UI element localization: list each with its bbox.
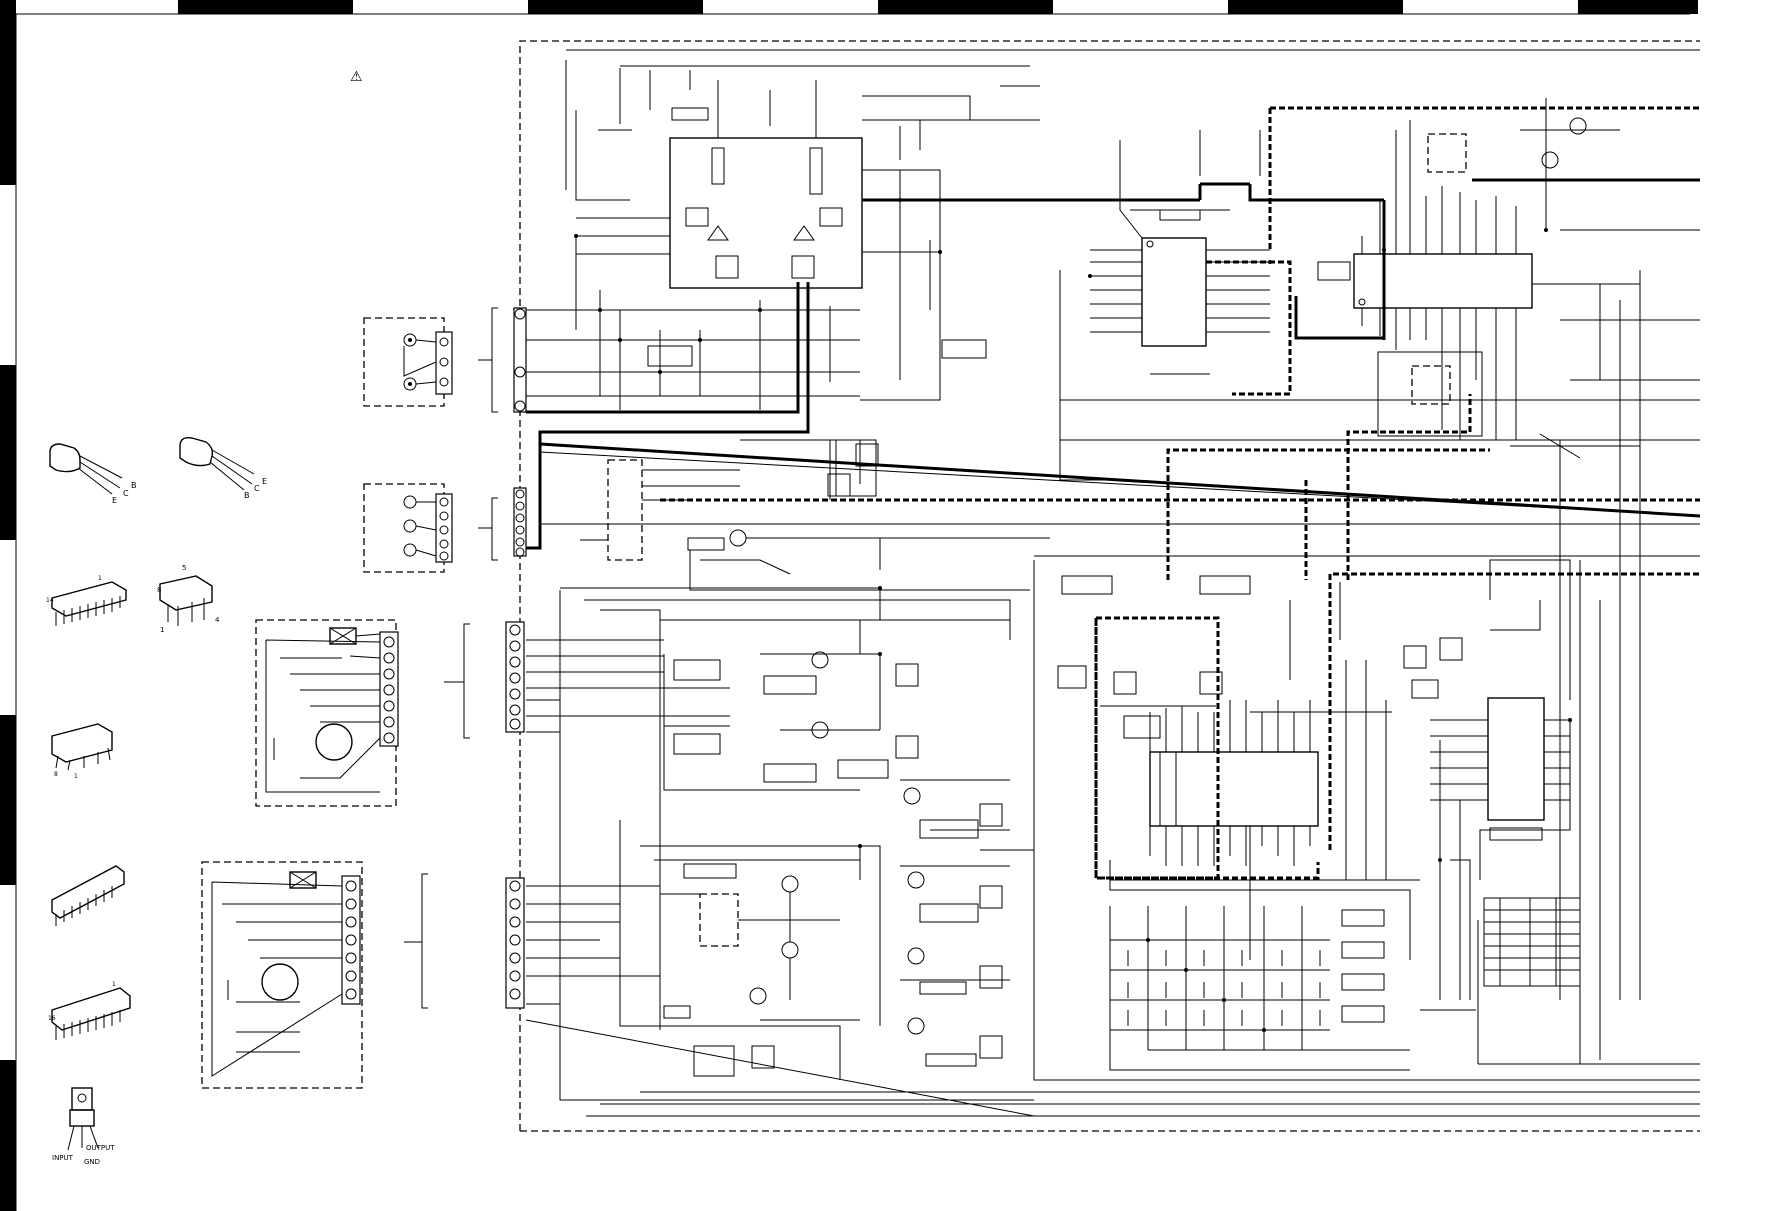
ic-upper-right bbox=[1317, 98, 1700, 460]
package-ic-sop8: 8 1 bbox=[51, 723, 113, 780]
package-ic-dip8: 8 5 1 4 bbox=[157, 564, 220, 634]
top-bar-1 bbox=[178, 0, 353, 14]
pin-label: C bbox=[123, 489, 129, 498]
pin-label: GND bbox=[84, 1158, 100, 1166]
package-transistor-b: B C E bbox=[179, 436, 267, 500]
pin-label: 8 bbox=[54, 771, 58, 778]
lower-middle-circuits bbox=[525, 443, 1700, 1117]
pin-label: 14 bbox=[46, 597, 54, 604]
pin-label: B bbox=[244, 491, 250, 500]
left-bar-2 bbox=[0, 365, 16, 540]
top-bar-2 bbox=[528, 0, 703, 14]
left-bar-4 bbox=[0, 1060, 16, 1211]
pin-label: 16 bbox=[48, 1015, 56, 1022]
audio-amp-bold-nets bbox=[526, 182, 1386, 550]
package-transistor-a: E C B bbox=[49, 443, 137, 505]
top-bar-3 bbox=[878, 0, 1053, 14]
package-ic-dip14: 14 1 bbox=[46, 575, 127, 626]
main-board-outline bbox=[519, 40, 1700, 1132]
pin-label: 1 bbox=[112, 981, 116, 988]
page-frame bbox=[0, 0, 1698, 1211]
pin-label: 8 bbox=[157, 586, 161, 594]
pin-label: 1 bbox=[98, 575, 102, 582]
switch-board-1 bbox=[255, 619, 399, 807]
pin-label: 4 bbox=[215, 616, 220, 624]
pin-label: 5 bbox=[182, 564, 186, 572]
ic-upper-middle bbox=[1059, 106, 1700, 396]
pin-label: C bbox=[254, 484, 260, 493]
ribbon-connectors bbox=[404, 621, 525, 1009]
pin-label: 1 bbox=[74, 773, 78, 780]
warning-symbol: ⚠ bbox=[350, 69, 363, 85]
ic-lower-middle bbox=[1057, 480, 1700, 960]
pin-label: E bbox=[112, 496, 117, 505]
pin-label: B bbox=[131, 481, 137, 490]
audio-amp-block bbox=[526, 49, 1700, 410]
top-bar-5 bbox=[1578, 0, 1698, 14]
ic-right-lower bbox=[1411, 559, 1571, 1064]
switch-board-2 bbox=[201, 861, 363, 1089]
jack-board-1 bbox=[363, 307, 527, 413]
truth-table bbox=[1483, 897, 1581, 987]
package-ic-sip bbox=[51, 865, 125, 926]
transistor-symbols bbox=[749, 443, 1463, 1069]
top-bar-4 bbox=[1228, 0, 1403, 14]
mid-long-buses bbox=[539, 360, 1701, 1081]
key-matrix bbox=[1109, 906, 1410, 1071]
left-bar-1 bbox=[0, 0, 16, 185]
pin-label: E bbox=[262, 477, 267, 486]
jack-board-2 bbox=[363, 483, 527, 573]
right-edge-buses bbox=[1478, 440, 1700, 1065]
package-regulator: INPUT OUTPUT GND bbox=[52, 1087, 115, 1166]
junction-dots bbox=[574, 198, 1572, 1032]
pin-label: OUTPUT bbox=[86, 1144, 115, 1152]
package-ic-dip16: 16 1 bbox=[48, 981, 131, 1040]
left-bar-3 bbox=[0, 715, 16, 885]
pin-label: 1 bbox=[160, 626, 164, 634]
pin-label: INPUT bbox=[52, 1154, 74, 1162]
